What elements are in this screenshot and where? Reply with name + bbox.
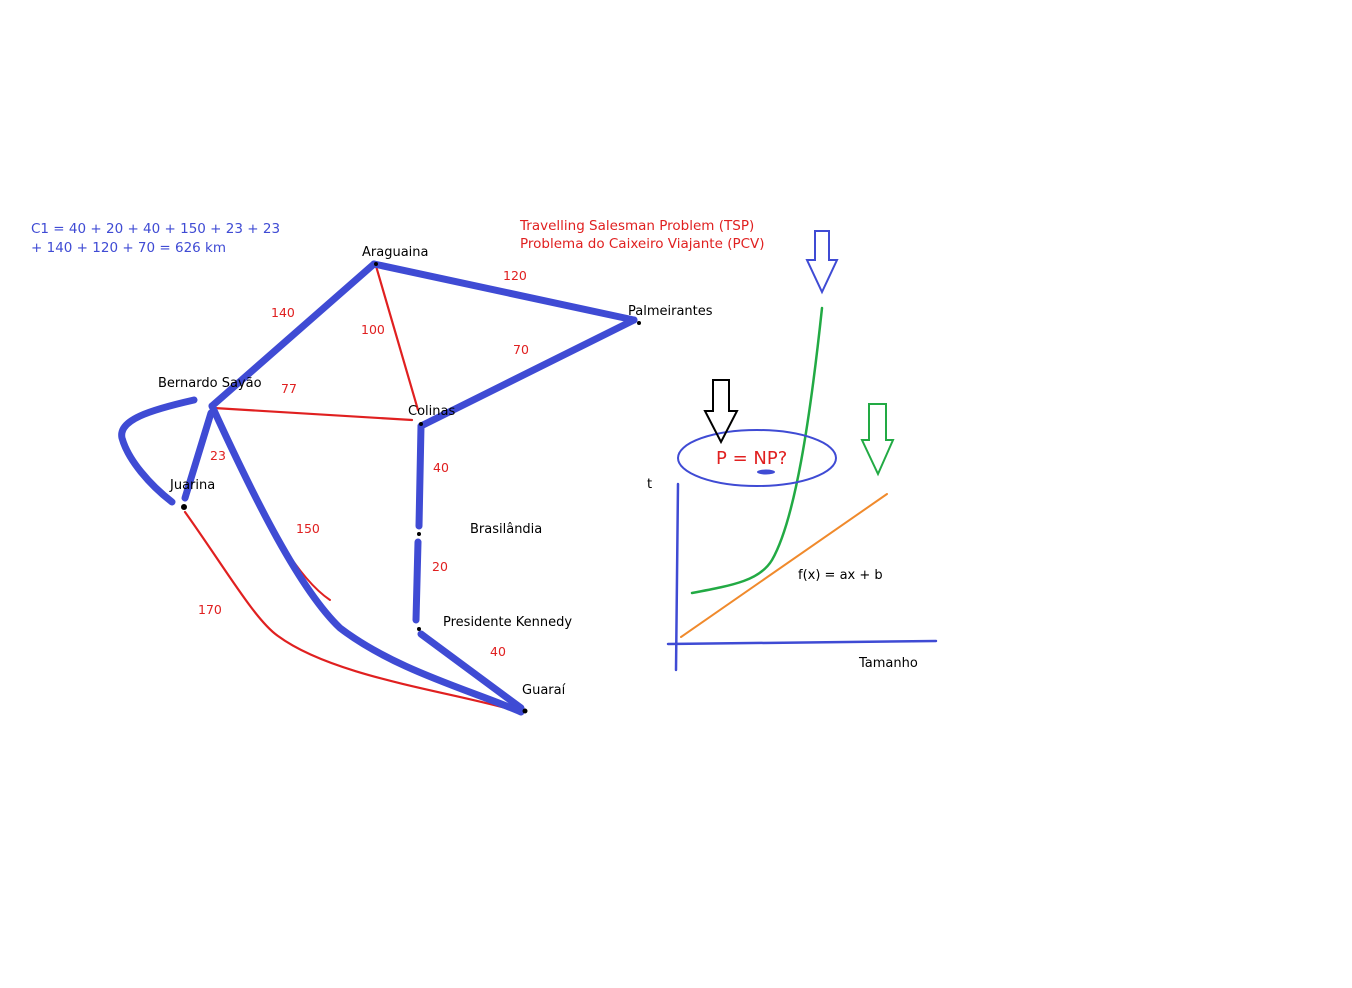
edge-araguaina-colinas [374,264,420,412]
city-label-juarina: Juarina [169,478,215,493]
calc-line-1: C1 = 40 + 20 + 40 + 150 + 23 + 23 [31,221,280,237]
distance-bernardo-araguaina: 140 [271,305,295,320]
city-label-palmeirantes: Palmeirantes [628,304,713,319]
red-edges [183,264,522,714]
route-araguaina-palmeirantes [370,260,638,324]
dot-brasilandia [417,532,421,536]
city-label-guarai: Guaraí [522,683,566,698]
arrow-down-blue-icon [805,230,839,295]
dot-colinas [419,422,423,426]
arrow-down-green-icon [860,403,895,477]
dot-kennedy [417,627,421,631]
edge-bernardo-colinas [212,406,414,422]
route-bernardo-araguaina [208,260,378,410]
city-label-presidente-kennedy: Presidente Kennedy [443,615,572,630]
edge-bernardo-guarai-red [229,439,331,601]
arrow-down-black-icon [703,379,739,445]
distance-palmeirantes-colinas: 70 [513,342,529,357]
title-line-portuguese: Problema do Caixeiro Viajante (PCV) [520,236,765,252]
city-label-brasilandia: Brasilândia [470,522,542,537]
linear-function-line [680,493,888,638]
distance-brasilandia-kennedy: 20 [432,559,448,574]
city-labels: Araguaina Palmeirantes Bernardo Sayão Co… [158,245,713,698]
distance-kennedy-guarai: 40 [490,644,506,659]
linear-formula-label: f(x) = ax + b [798,568,883,583]
calc-line-2: + 140 + 120 + 70 = 626 km [31,240,226,256]
route-bernardo-juarina [181,409,215,502]
distance-colinas-brasilandia: 40 [433,460,449,475]
diagram-title: Travelling Salesman Problem (TSP) Proble… [519,218,765,252]
route-brasilandia-kennedy [412,538,422,624]
dot-guarai [522,708,528,714]
route-cost-note: C1 = 40 + 20 + 40 + 150 + 23 + 23 + 140 … [31,221,280,256]
dot-juarina [181,504,187,510]
x-axis-label: Tamanho [858,656,918,671]
route-colinas-brasilandia [415,422,425,530]
exponential-curve [690,306,824,595]
distance-juarina-guarai: 170 [198,602,222,617]
city-label-colinas: Colinas [408,404,455,419]
y-axis [674,482,680,672]
blue-route [118,260,638,716]
title-line-english: Travelling Salesman Problem (TSP) [519,218,754,234]
edge-juarina-guarai [183,510,522,714]
route-juarina-loop [118,396,198,506]
distance-bernardo-guarai: 150 [296,521,320,536]
city-dots [181,262,641,714]
distance-bernardo-colinas: 77 [281,381,297,396]
dot-araguaina [374,262,378,266]
distance-araguaina-colinas: 100 [361,322,385,337]
complexity-labels: P = NP? t Tamanho f(x) = ax + b [647,448,918,671]
route-bernardo-guarai [208,402,525,716]
complexity-sketch [666,230,938,672]
p-np-question: P = NP? [716,448,787,469]
route-kennedy-guarai [417,630,525,712]
dot-palmeirantes [637,321,641,325]
x-axis [666,639,938,646]
distance-araguaina-palmeirantes: 120 [503,268,527,283]
city-label-bernardo-sayao: Bernardo Sayão [158,376,262,391]
city-label-araguaina: Araguaina [362,245,428,260]
y-axis-label: t [647,477,652,492]
route-palmeirantes-colinas [417,316,638,430]
p-np-underline-mark [757,469,775,475]
distance-labels: 120 140 100 70 77 23 40 150 20 170 40 [198,268,529,659]
distance-bernardo-juarina: 23 [210,448,226,463]
p-np-ellipse [677,429,837,487]
